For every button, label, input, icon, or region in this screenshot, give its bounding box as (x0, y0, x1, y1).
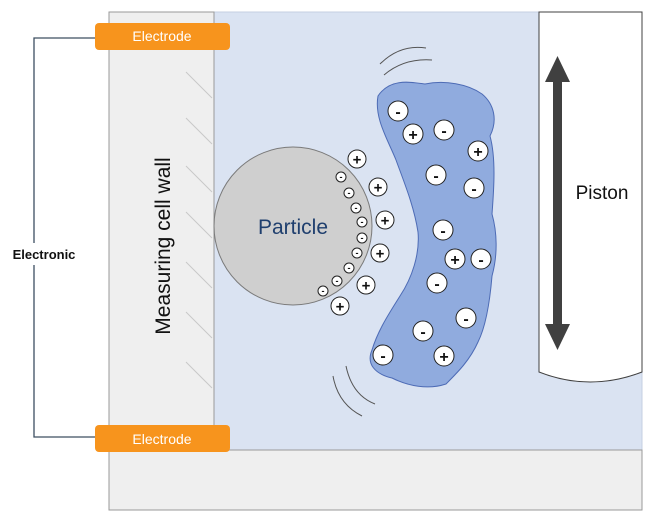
wall-label: Measuring cell wall (152, 157, 175, 334)
surface-negative-charge: - (335, 171, 347, 183)
cloud-negative-charge-symbol: - (395, 104, 400, 121)
vibration-arcs-bottom (332, 365, 376, 417)
electronic-label: Electronic (13, 247, 76, 262)
cloud-negative-charge: - (463, 177, 485, 199)
cloud-negative-charge: - (412, 320, 434, 342)
surface-negative-charge-symbol: - (361, 217, 364, 227)
cloud-positive-charge-symbol: + (439, 349, 448, 366)
surface-negative-charge: - (350, 202, 362, 214)
electrode-bottom: Electrode (95, 425, 230, 452)
cloud-positive-charge: + (467, 140, 489, 162)
surface-negative-charge: - (356, 216, 368, 228)
counter-ions: + + + + + + (330, 149, 395, 316)
electrode-bottom-label: Electrode (132, 431, 191, 447)
cloud-negative-charge-symbol: - (434, 276, 439, 293)
counter-ion-positive-charge: + (375, 210, 395, 230)
counter-ion-positive-charge-symbol: + (381, 212, 390, 229)
counter-ion-positive-charge: + (356, 275, 376, 295)
cloud-positive-charge-symbol: + (473, 144, 482, 161)
surface-negative-charge-symbol: - (361, 233, 364, 243)
surface-negative-charge-symbol: - (336, 276, 339, 286)
cloud-negative-charge-symbol: - (441, 123, 446, 140)
counter-ion-positive-charge: + (370, 243, 390, 263)
cloud-positive-charge: + (444, 248, 466, 270)
cloud-negative-charge: - (387, 100, 409, 122)
surface-negative-charge-symbol: - (355, 203, 358, 213)
cloud-positive-charge-symbol: + (408, 127, 417, 144)
particle (213, 146, 373, 306)
cloud-negative-charge: - (372, 344, 394, 366)
cloud-negative-charge: - (425, 164, 447, 186)
counter-ion-positive-charge-symbol: + (374, 179, 383, 196)
cloud-negative-charge-symbol: - (420, 324, 425, 341)
surface-negative-charge-symbol: - (348, 263, 351, 273)
surface-negative-charge: - (343, 187, 355, 199)
counter-ion-positive-charge-symbol: + (362, 277, 371, 294)
cloud-negative-charge-symbol: - (478, 252, 483, 269)
cloud-negative-charge: - (432, 219, 454, 241)
cloud-negative-charge-symbol: - (471, 181, 476, 198)
cloud-charges: --++---+-----+ (372, 100, 492, 367)
surface-negative-charge-symbol: - (348, 188, 351, 198)
cloud-negative-charge: - (426, 272, 448, 294)
measuring-cell-wall (108, 11, 215, 451)
cloud-negative-charge-symbol: - (433, 168, 438, 185)
electrode-top: Electrode (95, 23, 230, 50)
electrode-top-label: Electrode (132, 28, 191, 44)
cloud-negative-charge: - (470, 248, 492, 270)
counter-ion-positive-charge: + (330, 296, 350, 316)
surface-negative-charge: - (351, 247, 363, 259)
surface-negative-charge: - (356, 232, 368, 244)
piston-arrow (545, 56, 570, 350)
surface-negative-charge-symbol: - (322, 286, 325, 296)
surface-negative-charge-symbol: - (340, 172, 343, 182)
electronic-wire (33, 37, 96, 438)
wall-hatching (185, 71, 213, 389)
surface-negative-charge: - (331, 275, 343, 287)
cloud-positive-charge-symbol: + (450, 252, 459, 269)
counter-ion-positive-charge-symbol: + (336, 298, 345, 315)
vibration-arcs-top (379, 46, 433, 76)
particle-surface-charges: --------- (317, 171, 368, 297)
cloud-negative-charge-symbol: - (380, 348, 385, 365)
cloud-negative-charge-symbol: - (463, 311, 468, 328)
particle-label: Particle (258, 216, 328, 239)
electronic-label-bg (4, 243, 86, 265)
surface-negative-charge: - (343, 262, 355, 274)
piston-label-bg (566, 177, 636, 207)
cloud-negative-charge: - (455, 307, 477, 329)
surface-negative-charge: - (317, 285, 329, 297)
counter-ion-positive-charge-symbol: + (376, 245, 385, 262)
cloud-negative-charge: - (433, 119, 455, 141)
surface-negative-charge-symbol: - (356, 248, 359, 258)
counter-ion-positive-charge: + (368, 177, 388, 197)
piston-label: Piston (576, 183, 629, 204)
counter-ion-positive-charge-symbol: + (353, 151, 362, 168)
cloud-positive-charge: + (433, 345, 455, 367)
bottom-wall (108, 449, 643, 511)
cloud-negative-charge-symbol: - (440, 223, 445, 240)
cloud-positive-charge: + (402, 123, 424, 145)
counter-ion-positive-charge: + (347, 149, 367, 169)
